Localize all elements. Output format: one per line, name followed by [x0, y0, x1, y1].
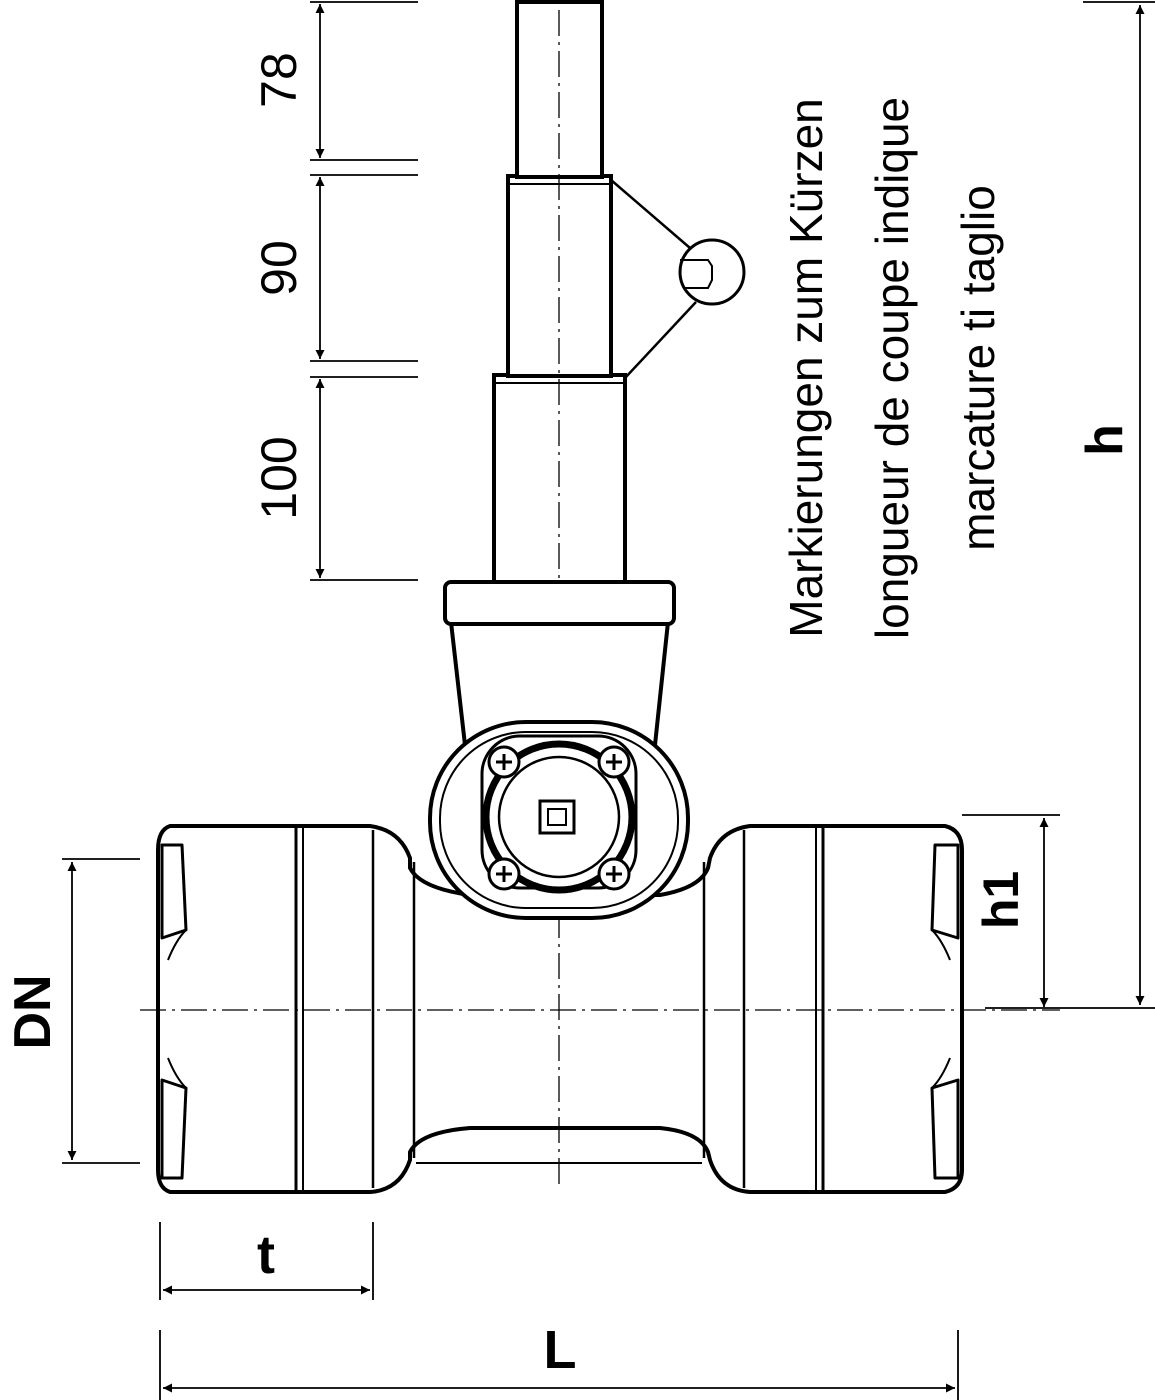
callout-detail-step — [680, 259, 713, 289]
flange-ring-inner — [497, 755, 621, 879]
dim-label-L: L — [544, 1320, 577, 1380]
branch-neck — [443, 580, 676, 747]
dim-label-h: h — [1076, 424, 1134, 456]
callout-leader-lower — [624, 301, 697, 379]
right-lower-window-curve — [931, 1057, 951, 1089]
flange-ring-outer — [482, 740, 636, 894]
neck-collar — [443, 580, 676, 626]
dim-label-t: t — [257, 1225, 275, 1285]
left-upper-window — [160, 843, 188, 940]
dim-label-78: 78 — [251, 52, 307, 108]
height-dimension-h1 — [962, 814, 1060, 1007]
right-upper-window-curve — [931, 929, 951, 961]
annotation-line-german: Markierungen zum Kürzen — [780, 98, 832, 637]
center-square-inner — [547, 808, 567, 826]
callout-leader-upper — [610, 179, 691, 249]
height-dimension-h — [985, 1, 1155, 1009]
right-upper-window — [930, 843, 960, 940]
left-lower-window — [160, 1078, 188, 1180]
cut-marking-callout — [610, 179, 746, 379]
length-dimension-L — [159, 1330, 959, 1400]
screw-top-right — [597, 745, 631, 779]
dim-label-90: 90 — [251, 240, 307, 296]
center-square-outer — [538, 799, 576, 835]
dim-label-h1: h1 — [973, 871, 1029, 929]
diameter-dimension-DN — [62, 858, 140, 1164]
screw-bottom-left — [487, 857, 521, 891]
dim-label-100: 100 — [251, 436, 307, 519]
screw-top-left — [487, 745, 521, 779]
right-lower-window — [930, 1078, 960, 1180]
spigot-length-dimensions — [310, 1, 418, 581]
annotation-line-italian: marcature ti taglio — [952, 185, 1004, 551]
oval-flange — [428, 720, 690, 920]
left-upper-window-curve — [167, 929, 187, 961]
depth-dimension-t — [159, 1222, 374, 1300]
dim-label-DN: DN — [4, 974, 62, 1049]
screw-bottom-right — [597, 857, 631, 891]
left-lower-window-curve — [167, 1057, 187, 1089]
flange-inner — [439, 731, 679, 909]
callout-detail-circle — [678, 238, 746, 306]
annotation-line-french: longueur de coupe indique — [866, 97, 918, 639]
